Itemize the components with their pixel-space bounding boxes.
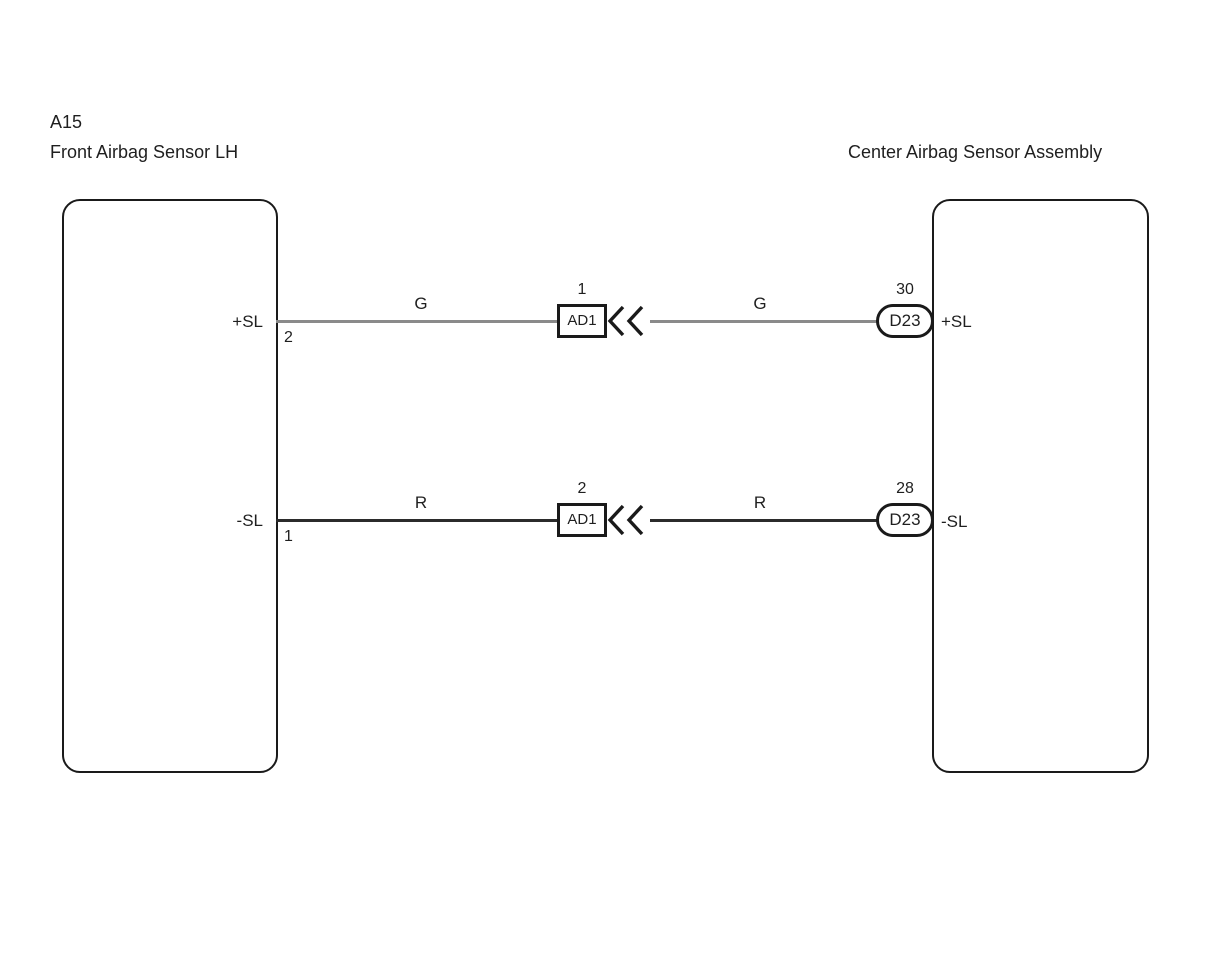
left-component-name: Front Airbag Sensor LH [50,142,239,162]
wire-segment [650,320,877,323]
left-component-code: A15 [50,112,83,132]
left-pin-number: 2 [284,329,293,346]
wire-color-code: R [753,493,767,512]
left-pin-number: 1 [284,528,293,545]
wire-segment [276,320,557,323]
wire-segment [276,519,557,522]
chevron-arrows-icon [607,305,644,337]
inline-connector-box: AD1 [557,304,607,338]
right-component-box [932,199,1149,773]
right-connector-pin: 30 [896,281,914,298]
right-connector-pin: 28 [896,480,914,497]
left-component-box [62,199,278,773]
chevron-arrows-icon [607,504,644,536]
left-pin-label: +SL [232,312,263,331]
inline-connector-pin: 2 [577,480,587,497]
wire-segment [650,519,877,522]
inline-connector-pin: 1 [577,281,587,298]
right-connector-oval: D23 [876,304,934,338]
right-pin-label: +SL [941,312,972,331]
right-connector-oval: D23 [876,503,934,537]
wire-color-code: G [414,294,428,313]
inline-connector-box: AD1 [557,503,607,537]
right-component-name: Center Airbag Sensor Assembly [848,142,1103,162]
wire-color-code: G [753,294,767,313]
left-pin-label: -SL [236,511,263,530]
wire-color-code: R [414,493,428,512]
right-pin-label: -SL [941,512,968,531]
